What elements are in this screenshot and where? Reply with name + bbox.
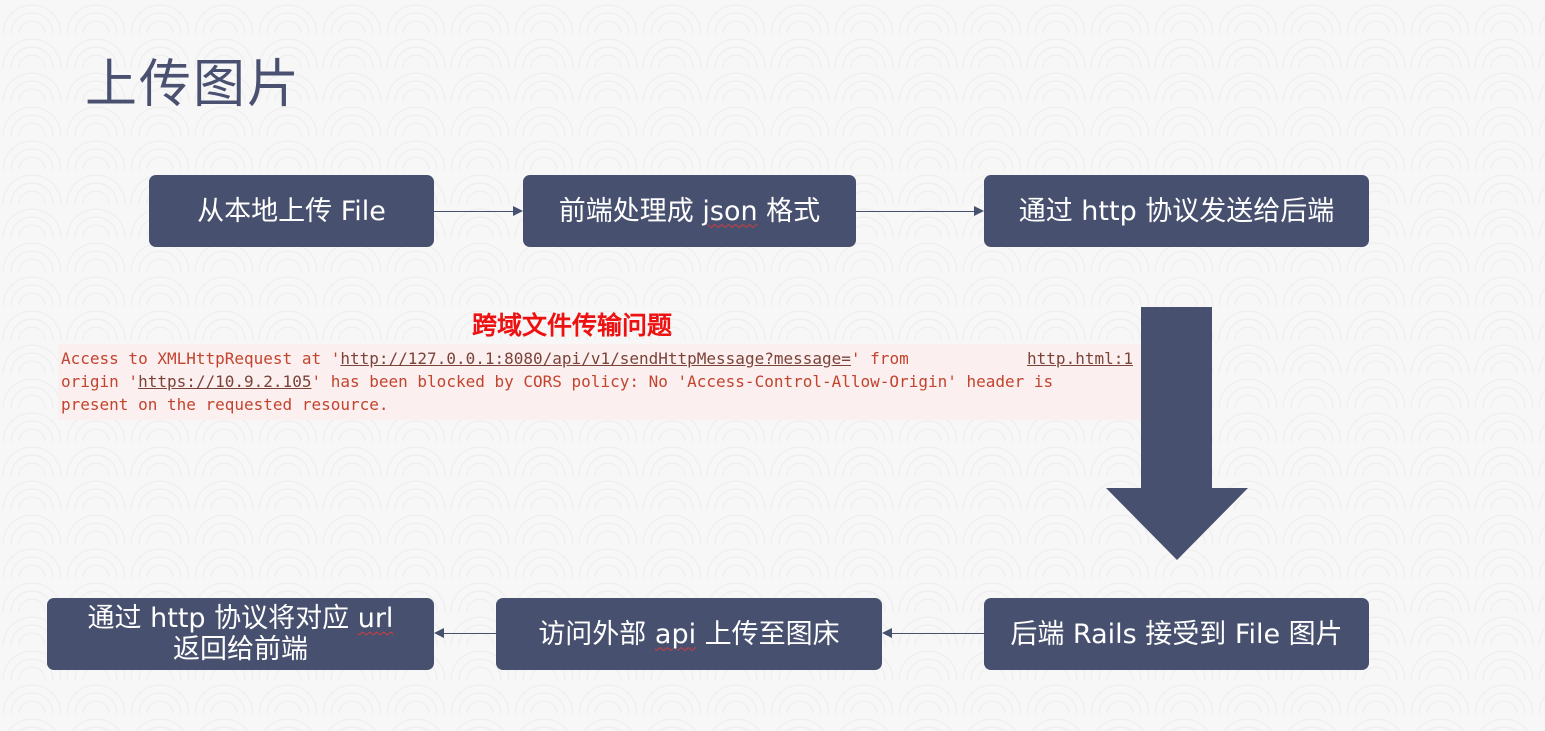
step-upload-local-file-label: 从本地上传 File [197,195,386,227]
arrow-1-2-head [513,206,523,216]
step-frontend-json-text-c: 格式 [757,195,821,227]
step-external-api-text-a: 访问外部 [538,618,655,650]
arrow-1-2 [434,211,514,212]
cors-error-origin-link[interactable]: https://10.9.2.105 [138,372,312,391]
arrow-4-5 [892,633,984,634]
cors-error-url-link[interactable]: http://127.0.0.1:8080/api/v1/sendHttpMes… [340,349,851,368]
arrow-4-5-head [882,628,892,638]
cors-error-line-1-b: ' from [850,349,909,368]
step-backend-receive-label: 后端 Rails 接受到 File 图片 [1010,618,1343,650]
step-return-url: 通过 http 协议将对应 url 返回给前端 [47,598,434,670]
step-frontend-json-label: 前端处理成 json 格式 [559,196,820,227]
step-send-backend-label: 通过 http 协议发送给后端 [1018,195,1335,227]
step-return-url-text-a: 通过 http 协议将对应 [87,603,358,634]
cors-error-line-1: Access to XMLHttpRequest at 'http://127.… [61,347,1153,370]
step-return-url-text-line2: 返回给前端 [172,634,308,665]
page-title: 上传图片 [85,55,302,115]
down-arrow-head [1106,488,1248,560]
arrow-2-3-head [974,206,984,216]
step-upload-local-file: 从本地上传 File [149,175,434,247]
step-external-api-label: 访问外部 api 上传至图床 [538,619,839,650]
cors-error-line-2: origin 'https://10.9.2.105' has been blo… [61,370,1153,393]
step-external-api: 访问外部 api 上传至图床 [496,598,882,670]
arrow-5-6-head [434,628,444,638]
cors-error-line-2-a: origin ' [61,372,139,391]
cors-error-message: Access to XMLHttpRequest at 'http://127.… [58,344,1153,420]
cors-problem-title: 跨域文件传输问题 [472,311,673,340]
step-external-api-text-c: 上传至图床 [696,618,840,650]
step-frontend-json-text-b: json [702,195,758,227]
cors-error-line-3: present on the requested resource. [61,395,389,414]
arrow-2-3 [856,211,975,212]
step-send-backend: 通过 http 协议发送给后端 [984,175,1369,247]
step-backend-receive: 后端 Rails 接受到 File 图片 [984,598,1369,670]
arrow-5-6 [444,633,496,634]
cors-error-line-1-a: Access to XMLHttpRequest at ' [61,349,341,368]
step-external-api-text-b: api [654,618,697,650]
down-arrow-shaft [1141,307,1212,492]
cors-error-line-2-b: ' has been blocked by CORS policy: No 'A… [311,372,1054,391]
cors-error-source-link[interactable]: http.html:1 [1027,349,1133,368]
step-return-url-text-b: url [357,603,394,634]
step-frontend-json-text-a: 前端处理成 [558,195,703,227]
step-frontend-json: 前端处理成 json 格式 [523,175,856,247]
step-return-url-label: 通过 http 协议将对应 url 返回给前端 [88,603,394,665]
